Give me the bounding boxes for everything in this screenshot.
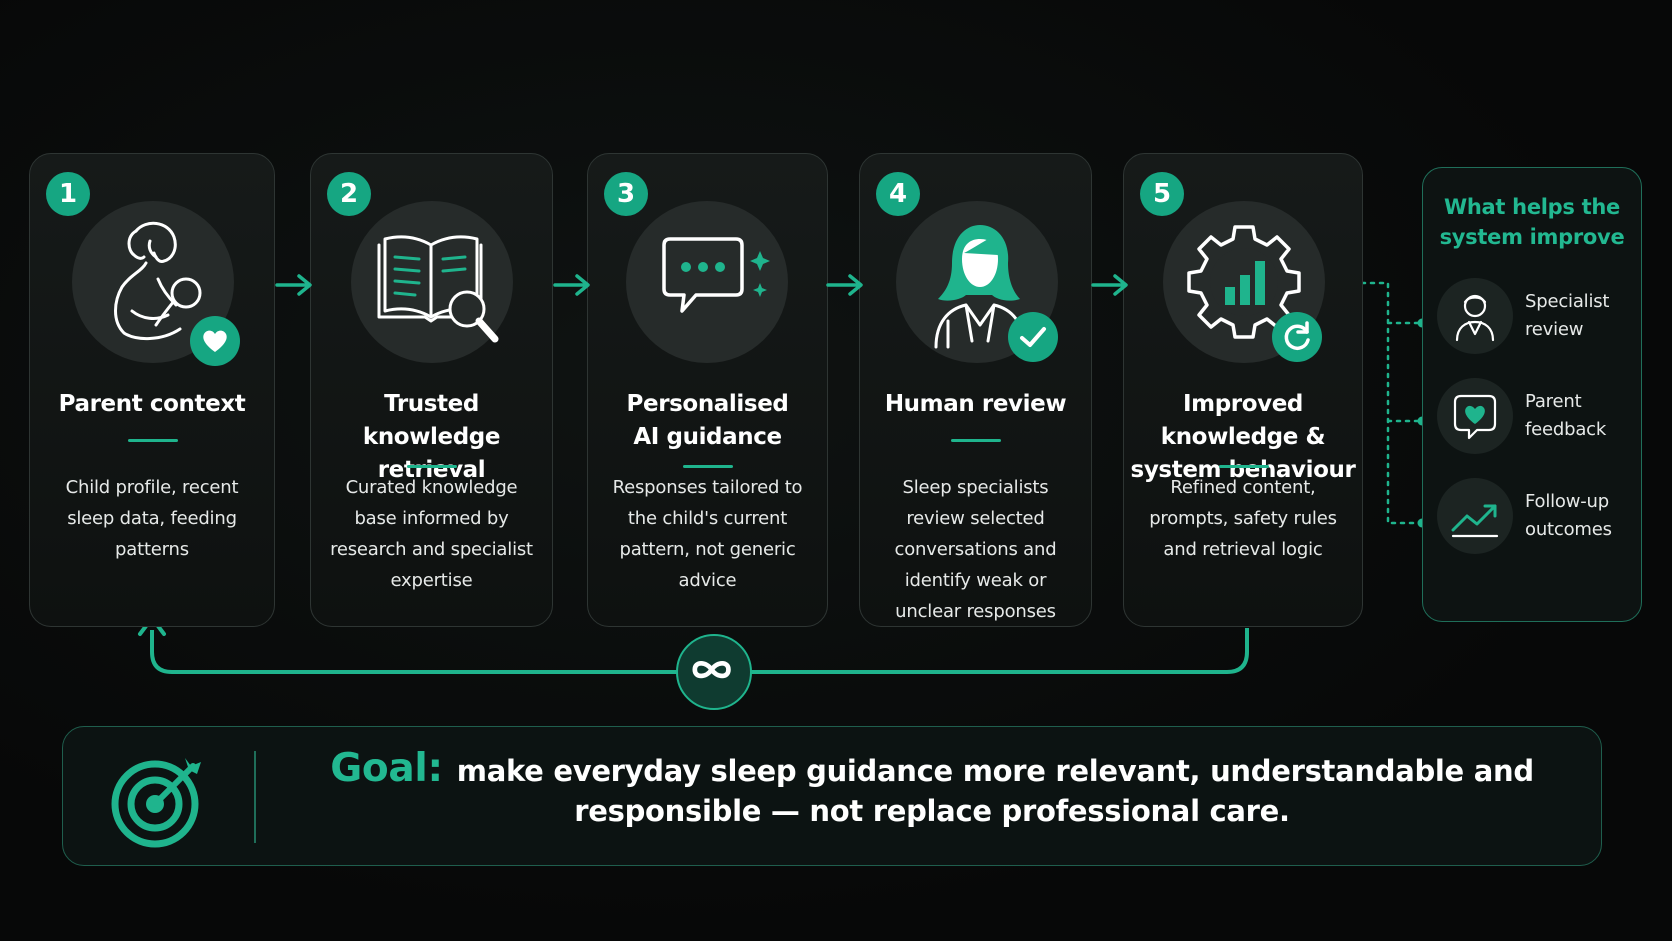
step-description: Child profile, recent sleep data, feedin…	[65, 477, 239, 560]
infinity-icon	[692, 661, 731, 679]
step-card-3: 3 Personalised AI guidance Responses tai…	[587, 153, 828, 627]
step-description: Refined content, prompts, safety rules a…	[1149, 477, 1337, 560]
icon-circle	[1163, 201, 1325, 363]
step-title: Human review	[884, 391, 1067, 417]
title-divider	[951, 439, 1001, 442]
specialist-icon	[1455, 294, 1495, 342]
target-arrow-icon	[111, 758, 201, 848]
improvement-panel: What helps the system improve Specialist…	[1422, 167, 1642, 622]
flow-arrow-icon	[553, 274, 590, 296]
step-description: Sleep specialists review selected conver…	[894, 477, 1057, 622]
step-description: Responses tailored to the child's curren…	[612, 477, 803, 591]
refresh-badge	[1272, 312, 1322, 362]
loop-badge	[676, 634, 752, 710]
flow-arrow-icon	[275, 274, 312, 296]
title-divider	[128, 439, 178, 442]
gear-chart-icon	[1187, 225, 1301, 339]
heart-speech-icon	[1453, 394, 1497, 440]
step-card-2: 2 Trusted knowledge retrieval Curated kn…	[310, 153, 553, 627]
goal-text: make everyday sleep guidance more releva…	[456, 754, 1534, 828]
step-number-badge: 4	[876, 172, 920, 216]
heart-icon	[203, 330, 227, 352]
step-title: Personalised AI guidance	[626, 391, 789, 450]
step-title: Improved knowledge & system behaviour	[1130, 391, 1356, 483]
panel-item-label: Follow-up outcomes	[1525, 491, 1612, 540]
step-description: Curated knowledge base informed by resea…	[330, 477, 533, 591]
step-number-badge: 5	[1140, 172, 1184, 216]
step-title: Trusted knowledge retrieval	[362, 391, 501, 483]
goal-separator	[254, 751, 256, 843]
panel-item-label: Specialist review	[1525, 291, 1610, 340]
step-number-badge: 1	[46, 172, 90, 216]
panel-item-label: Parent feedback	[1525, 391, 1607, 440]
title-divider	[407, 465, 457, 468]
flow-arrow-icon	[826, 274, 863, 296]
step-title: Parent context	[58, 391, 246, 417]
heart-badge	[190, 316, 240, 366]
flow-arrow-icon	[1091, 274, 1128, 296]
title-divider	[1219, 465, 1269, 468]
check-badge	[1008, 312, 1058, 362]
icon-circle	[351, 201, 513, 363]
refresh-icon	[1284, 321, 1310, 350]
step-card-5: 5 Improved knowledge & system behaviour …	[1123, 153, 1363, 627]
check-icon	[1020, 327, 1046, 347]
panel-item-specialist-review: Specialist review	[1437, 278, 1637, 358]
panel-item-follow-up-outcomes: Follow-up outcomes	[1437, 478, 1637, 558]
step-card-1: 1 Parent context Child p	[29, 153, 275, 627]
panel-title: What helps the system improve	[1439, 195, 1625, 249]
chat-bubble-sparkle-icon	[662, 237, 770, 313]
book-search-icon	[377, 235, 499, 343]
goal-banner: Goal: make everyday sleep guidance more r…	[62, 726, 1602, 866]
icon-circle	[1437, 378, 1513, 454]
step-card-4: 4 Human review Sleep specialists review …	[859, 153, 1092, 627]
panel-item-parent-feedback: Parent feedback	[1437, 378, 1637, 458]
goal-statement: Goal: make everyday sleep guidance more r…	[283, 749, 1581, 831]
trend-up-icon	[1451, 504, 1499, 538]
icon-circle	[1437, 278, 1513, 354]
step-number-badge: 2	[327, 172, 371, 216]
icon-circle	[1437, 478, 1513, 554]
step-number-badge: 3	[604, 172, 648, 216]
icon-circle	[626, 201, 788, 363]
goal-heading: Goal:	[330, 746, 443, 791]
parent-baby-icon	[114, 221, 202, 340]
title-divider	[683, 465, 733, 468]
